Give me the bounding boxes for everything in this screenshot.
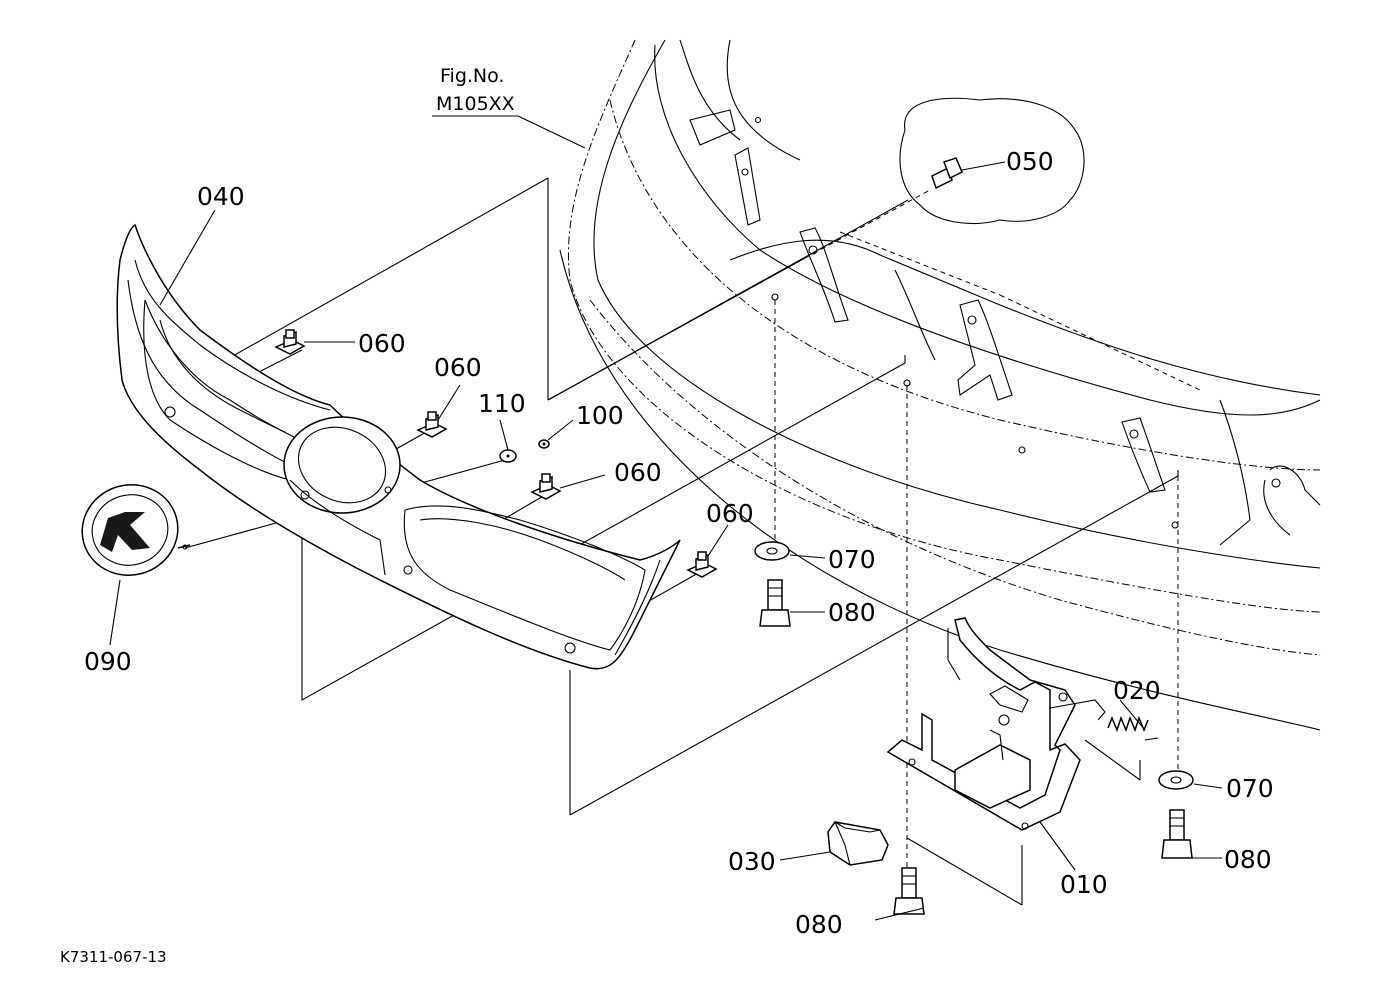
bolt-080-c [893, 867, 925, 915]
spring-020 [1049, 699, 1159, 741]
part-label-060-a: 060 [358, 329, 406, 358]
bolt-050 [931, 157, 963, 190]
bolt-080-b [1161, 809, 1193, 859]
part-label-060-c: 060 [614, 458, 662, 487]
clip-nut-060-b [416, 411, 448, 438]
part-label-080-a: 080 [828, 598, 876, 627]
clip-nut-060-a [274, 329, 306, 355]
knob-030 [827, 821, 889, 866]
part-label-080-c: 080 [795, 910, 843, 939]
front-grille-040 [116, 223, 681, 670]
fig-no-value: M105XX [436, 93, 515, 115]
clip-nut-060-d [686, 551, 718, 578]
clip-nut-060-c [530, 473, 562, 500]
part-label-020: 020 [1113, 676, 1161, 705]
hood-body [559, 39, 1321, 731]
part-label-040: 040 [197, 182, 245, 211]
emblem-090 [81, 484, 191, 576]
part-label-030: 030 [728, 847, 776, 876]
detail-cloud [899, 97, 1085, 225]
washer-100 [538, 439, 550, 449]
part-label-070-b: 070 [1226, 774, 1274, 803]
washer-110 [499, 449, 517, 463]
washer-070-a [754, 541, 790, 561]
part-label-060-d: 060 [706, 499, 754, 528]
drawing-code: K7311-067-13 [60, 948, 167, 966]
fig-no-label: Fig.No. [440, 65, 504, 87]
hood-mounting-tabs [734, 147, 1281, 529]
washer-070-b [1158, 770, 1194, 790]
part-label-090: 090 [84, 647, 132, 676]
part-label-100: 100 [576, 401, 624, 430]
callout-leaders [109, 115, 1223, 921]
part-label-080-b: 080 [1224, 845, 1272, 874]
part-label-110: 110 [478, 389, 526, 418]
latch-bracket-010 [886, 617, 1081, 831]
part-label-010: 010 [1060, 870, 1108, 899]
bolt-080-a [759, 579, 791, 627]
part-label-050: 050 [1006, 147, 1054, 176]
part-label-070-a: 070 [828, 545, 876, 574]
part-label-060-b: 060 [434, 353, 482, 382]
